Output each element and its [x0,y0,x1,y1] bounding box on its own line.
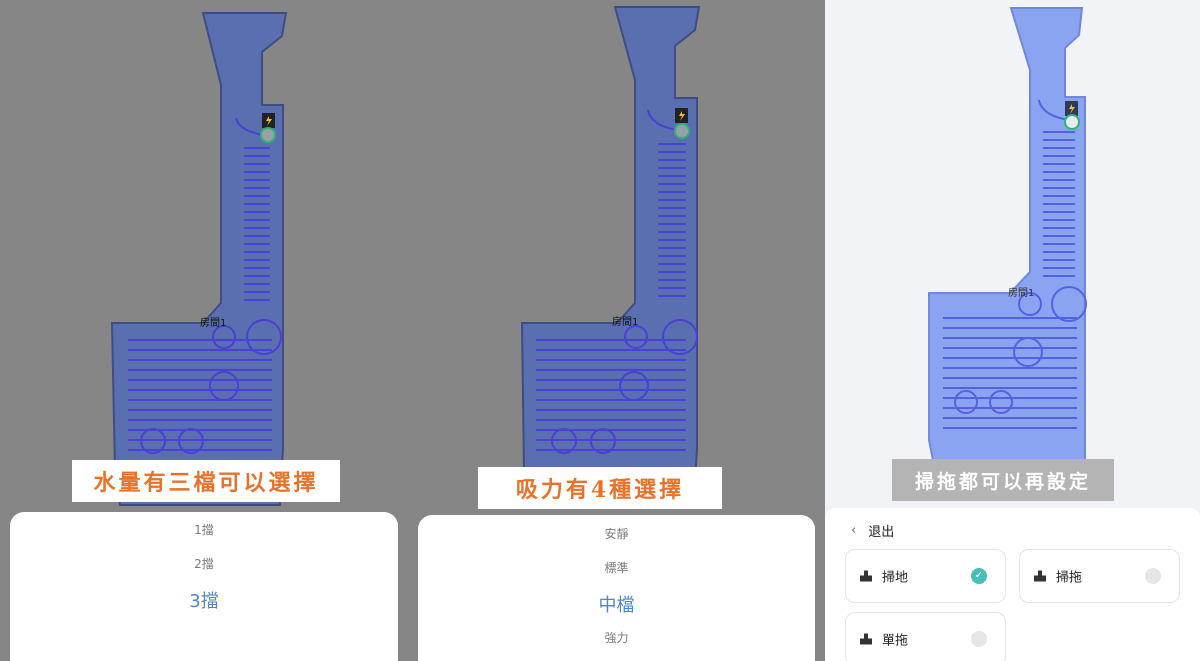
radio-unchecked[interactable] [971,631,987,647]
room-label[interactable]: 房間1 [1008,286,1034,299]
mode-card-mop-only[interactable]: 單拖 [845,612,1006,661]
sweep-mop-icon [1034,570,1046,582]
mode-panel: 房間1 掃拖都可以再設定 ‹ 退出 掃地 ✓ 掃拖 單拖 [825,0,1200,661]
map-area [110,12,288,506]
suction-picker[interactable]: 安靜 標準 中檔 強力 [418,515,815,661]
cleaning-path [128,117,282,454]
room-label[interactable]: 房間1 [612,315,638,328]
cleaning-path [536,109,698,454]
robot-icon[interactable] [674,123,690,139]
floor-map[interactable]: 房間1 [0,0,410,661]
mode-card-sweep-mop[interactable]: 掃拖 [1019,549,1180,603]
picker-option-medium-selected[interactable]: 中檔 [598,595,635,616]
cleaning-path [943,99,1087,429]
picker-option-3-selected[interactable]: 3擋 [189,591,219,612]
mode-label: 掃地 [882,570,909,586]
water-level-picker[interactable]: 1擋 2擋 3擋 [10,512,398,661]
radio-unchecked[interactable] [1145,568,1161,584]
suction-banner: 吸力有4種選擇 [478,467,722,509]
water-level-panel: 房間1 水量有三檔可以選擇 1擋 2擋 3擋 [0,0,410,661]
back-chevron-icon: ‹ [851,523,857,538]
charging-dock-icon[interactable] [1065,101,1078,116]
charging-dock-icon[interactable] [262,113,275,128]
picker-option-2[interactable]: 2擋 [194,557,214,571]
mode-banner: 掃拖都可以再設定 [892,459,1114,501]
mode-label: 單拖 [882,633,909,649]
robot-icon[interactable] [1064,114,1080,130]
picker-option-standard[interactable]: 標準 [604,561,629,575]
mode-label: 掃拖 [1056,570,1083,586]
check-icon[interactable]: ✓ [971,568,987,584]
sweep-icon [860,570,872,582]
picker-option-1[interactable]: 1擋 [194,523,214,537]
water-level-banner: 水量有三檔可以選擇 [72,460,340,502]
picker-option-quiet[interactable]: 安靜 [604,527,629,541]
back-button[interactable]: ‹ 退出 [851,521,894,540]
mop-icon [860,633,872,645]
picker-option-strong[interactable]: 強力 [604,631,629,645]
back-label: 退出 [868,525,895,540]
room-label[interactable]: 房間1 [200,316,226,329]
mode-card-sweep[interactable]: 掃地 ✓ [845,549,1006,603]
robot-icon[interactable] [260,127,276,143]
charging-dock-icon[interactable] [675,108,688,123]
suction-panel: 房間1 吸力有4種選擇 安靜 標準 中檔 強力 [410,0,825,661]
map-area [928,7,1086,471]
